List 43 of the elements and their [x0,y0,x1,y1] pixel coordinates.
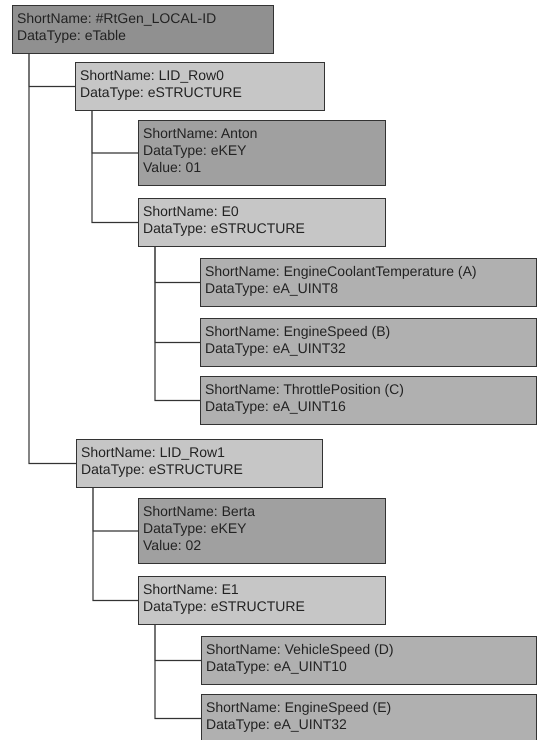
node-text: ShortName: ThrottlePosition (C) [205,381,405,398]
tree-node-box [12,5,274,54]
node-text: DataType: eA_UINT32 [205,340,347,357]
node-text: DataType: eA_UINT16 [205,398,347,415]
node-text: ShortName: Berta [143,503,256,520]
node-text: Value: 01 [143,159,202,176]
tree-node-box [138,576,386,625]
tree-node-box [200,258,537,307]
node-text: DataType: eA_UINT10 [206,658,348,675]
node-text: DataType: eA_UINT8 [205,280,340,297]
connector-line [92,488,138,602]
tree-node-box [200,376,537,425]
node-text: ShortName: E0 [143,203,240,220]
tree-node-box [201,636,537,685]
node-text: ShortName: LID_Row0 [80,67,225,84]
tree-node-box [201,694,537,740]
node-text: DataType: eSTRUCTURE [81,461,244,478]
connector-line [91,111,138,224]
node-text: DataType: eSTRUCTURE [143,598,306,615]
tree-node-box [200,318,537,367]
node-text: ShortName: VehicleSpeed (D) [206,641,395,658]
connector-line [154,625,201,720]
node-text: DataType: eSTRUCTURE [80,84,243,101]
connector-line [28,54,76,464]
node-text: ShortName: EngineSpeed (E) [206,699,392,716]
node-text: ShortName: #RtGen_LOCAL-ID [17,10,218,27]
tree-node-box [75,62,325,111]
node-text: DataType: eSTRUCTURE [143,220,306,237]
node-text: DataType: eKEY [143,520,248,537]
node-text: DataType: eA_UINT32 [206,716,348,733]
node-text: DataType: eKEY [143,142,248,159]
node-text: ShortName: E1 [143,581,240,598]
node-text: DataType: eTable [17,27,127,44]
node-text: ShortName: LID_Row1 [81,444,226,461]
tree-node-box [138,498,386,564]
node-text: ShortName: EngineSpeed (B) [205,323,392,340]
node-text: ShortName: Anton [143,125,258,142]
node-text: Value: 02 [143,537,202,554]
tree-node-box [76,439,323,488]
node-text: ShortName: EngineCoolantTemperature (A) [205,263,478,280]
tree-node-box [138,120,386,186]
connector-line [154,247,200,402]
tree-node-box [138,198,386,247]
